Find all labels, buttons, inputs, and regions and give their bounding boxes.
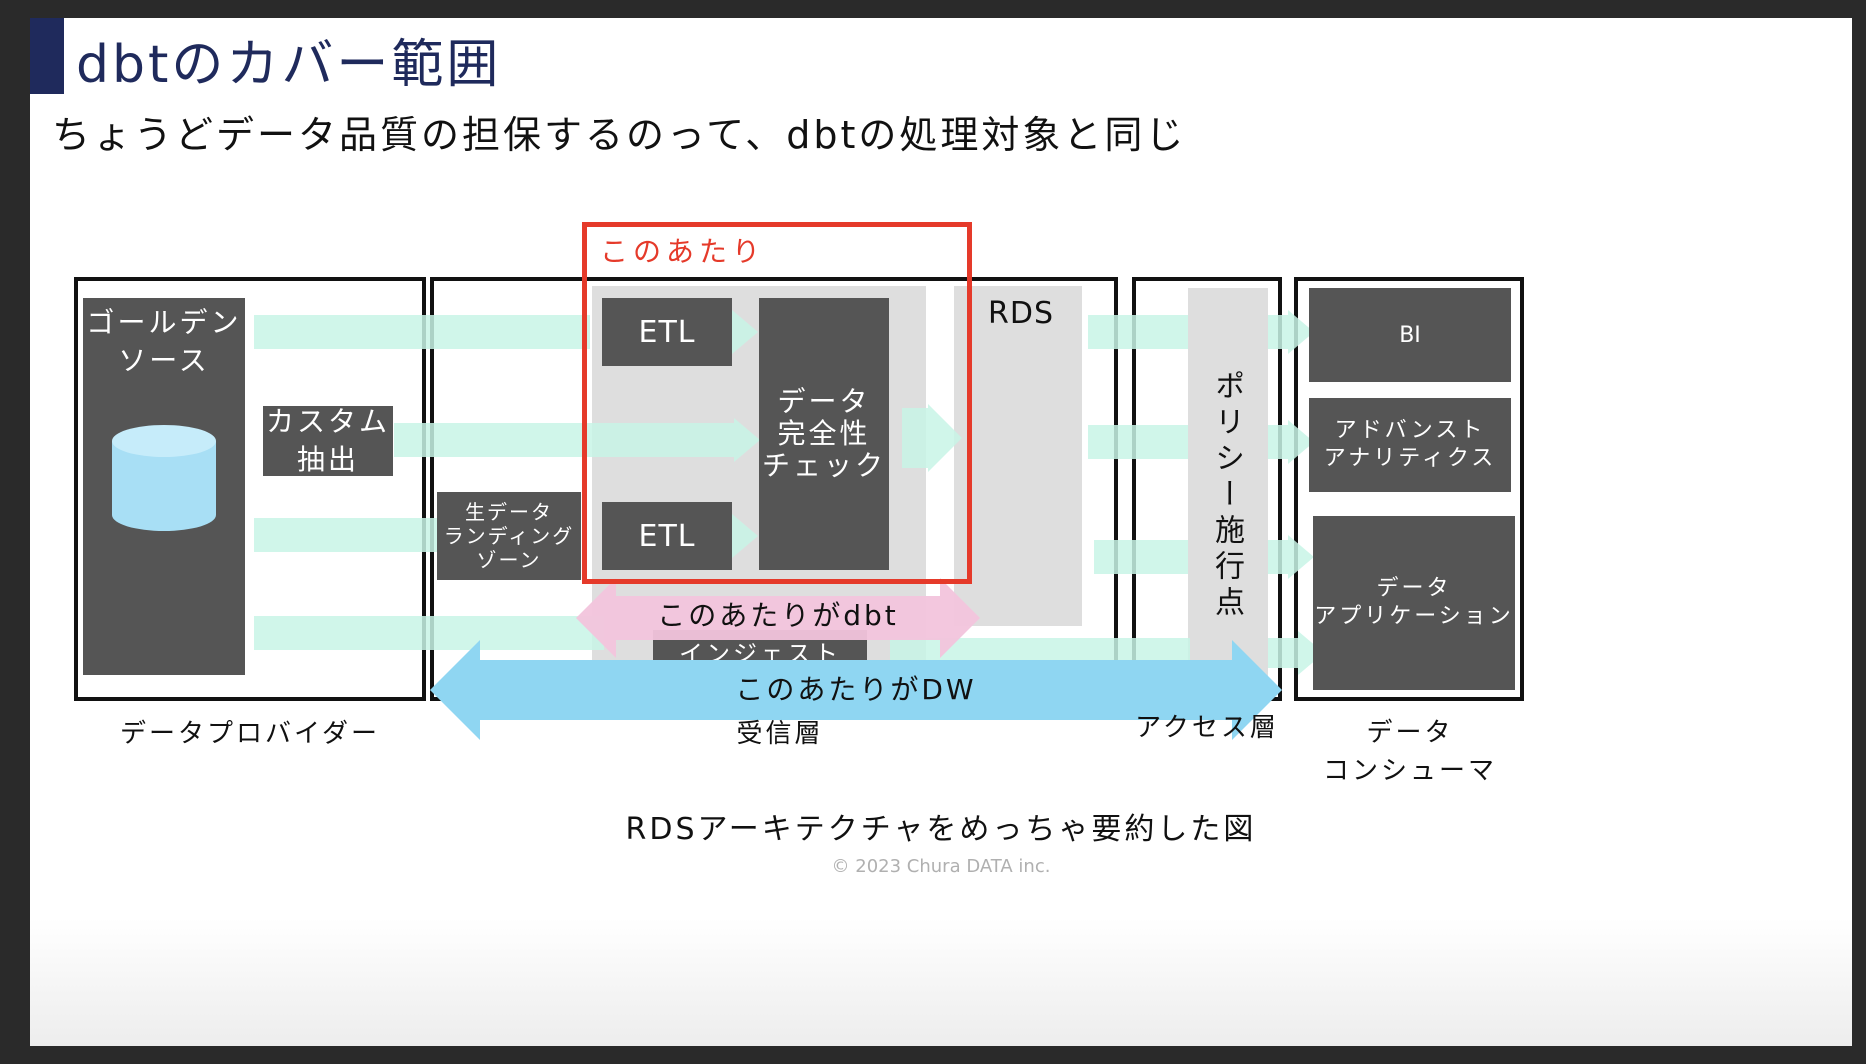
etl-bottom-label: ETL: [638, 518, 696, 554]
consumer-section-label: データ コンシューマ: [1322, 718, 1497, 786]
rds-label: RDS: [988, 296, 1054, 331]
custom-extract-label: カスタム 抽出: [265, 405, 390, 476]
provider-section-label: データプロバイダー: [120, 719, 380, 749]
advanced-analytics-label: アドバンスト アナリティクス: [1323, 418, 1497, 471]
slide-title: dbtのカバー範囲: [76, 35, 502, 95]
etl-top-box: ETL: [602, 298, 732, 366]
golden-source-label: ゴールデン ソース: [86, 306, 242, 377]
flow-band-2: [394, 423, 734, 457]
dw-arrow: [430, 640, 1282, 740]
flow-arrow-2: [734, 418, 760, 462]
policy-point-label: ポリシー施行点: [1209, 370, 1244, 622]
flow-arrow-etl-bottom: [732, 514, 758, 558]
bi-box: BI: [1309, 288, 1511, 382]
raw-landing-zone-box: 生データ ランディング ゾーン: [437, 492, 581, 580]
data-application-box: データ アプリケーション: [1313, 516, 1515, 690]
etl-bottom-box: ETL: [602, 502, 732, 570]
policy-point-bar: [1188, 288, 1268, 678]
completeness-check-box: データ 完全性 チェック: [759, 298, 889, 570]
flow-arrow-etl-top: [732, 310, 758, 354]
flow-band-3: [254, 518, 438, 552]
custom-extract-box: カスタム 抽出: [263, 405, 393, 476]
title-accent-bar: [30, 18, 64, 94]
database-icon: [112, 425, 216, 531]
flow-band-1: [254, 315, 590, 349]
flow-band-4: [254, 616, 604, 650]
etl-top-label: ETL: [638, 314, 696, 350]
flow-band-out-4: [1268, 638, 1298, 668]
data-application-label: データ アプリケーション: [1314, 576, 1514, 629]
provider-frame: [74, 277, 426, 701]
copyright-notice: © 2023 Chura DATA inc.: [831, 856, 1051, 877]
receive-section-label: 受信層: [736, 719, 824, 749]
slide-caption: RDSアーキテクチャをめっちゃ要約した図: [625, 812, 1257, 847]
highlight-box: [582, 222, 972, 584]
dbt-arrow-label: このあたりがdbt: [657, 599, 899, 632]
consumer-frame: [1294, 277, 1524, 701]
slide: dbtのカバー範囲 ちょうどデータ品質の担保するのって、dbtの処理対象と同じ …: [30, 18, 1852, 1046]
highlight-label: このあたり: [600, 235, 766, 268]
dw-arrow-label: このあたりがDW: [735, 673, 977, 706]
flow-arrow-out-3: [1288, 535, 1314, 579]
flow-band-check-rds: [902, 408, 928, 468]
advanced-analytics-box: アドバンスト アナリティクス: [1309, 398, 1511, 492]
flow-band-out-2: [1268, 425, 1288, 459]
bi-label: BI: [1399, 322, 1421, 348]
dbt-arrow: [576, 578, 980, 658]
bottom-fade: [30, 918, 1852, 1046]
completeness-check-label: データ 完全性 チェック: [761, 385, 886, 482]
flow-band-rds-1: [1088, 315, 1188, 349]
raw-landing-zone-label: 生データ ランディング ゾーン: [443, 500, 575, 572]
flow-band-out-3: [1268, 540, 1288, 574]
flow-arrow-check-rds: [928, 404, 962, 472]
flow-band-rds-3: [1094, 540, 1188, 574]
access-section-label: アクセス層: [1135, 713, 1279, 743]
rds-area: [954, 286, 1082, 626]
slide-subtitle: ちょうどデータ品質の担保するのって、dbtの処理対象と同じ: [52, 113, 1187, 157]
flow-band-out-1: [1268, 315, 1288, 349]
flow-band-rds-2: [1088, 425, 1188, 459]
golden-source-box: ゴールデン ソース: [83, 298, 245, 675]
